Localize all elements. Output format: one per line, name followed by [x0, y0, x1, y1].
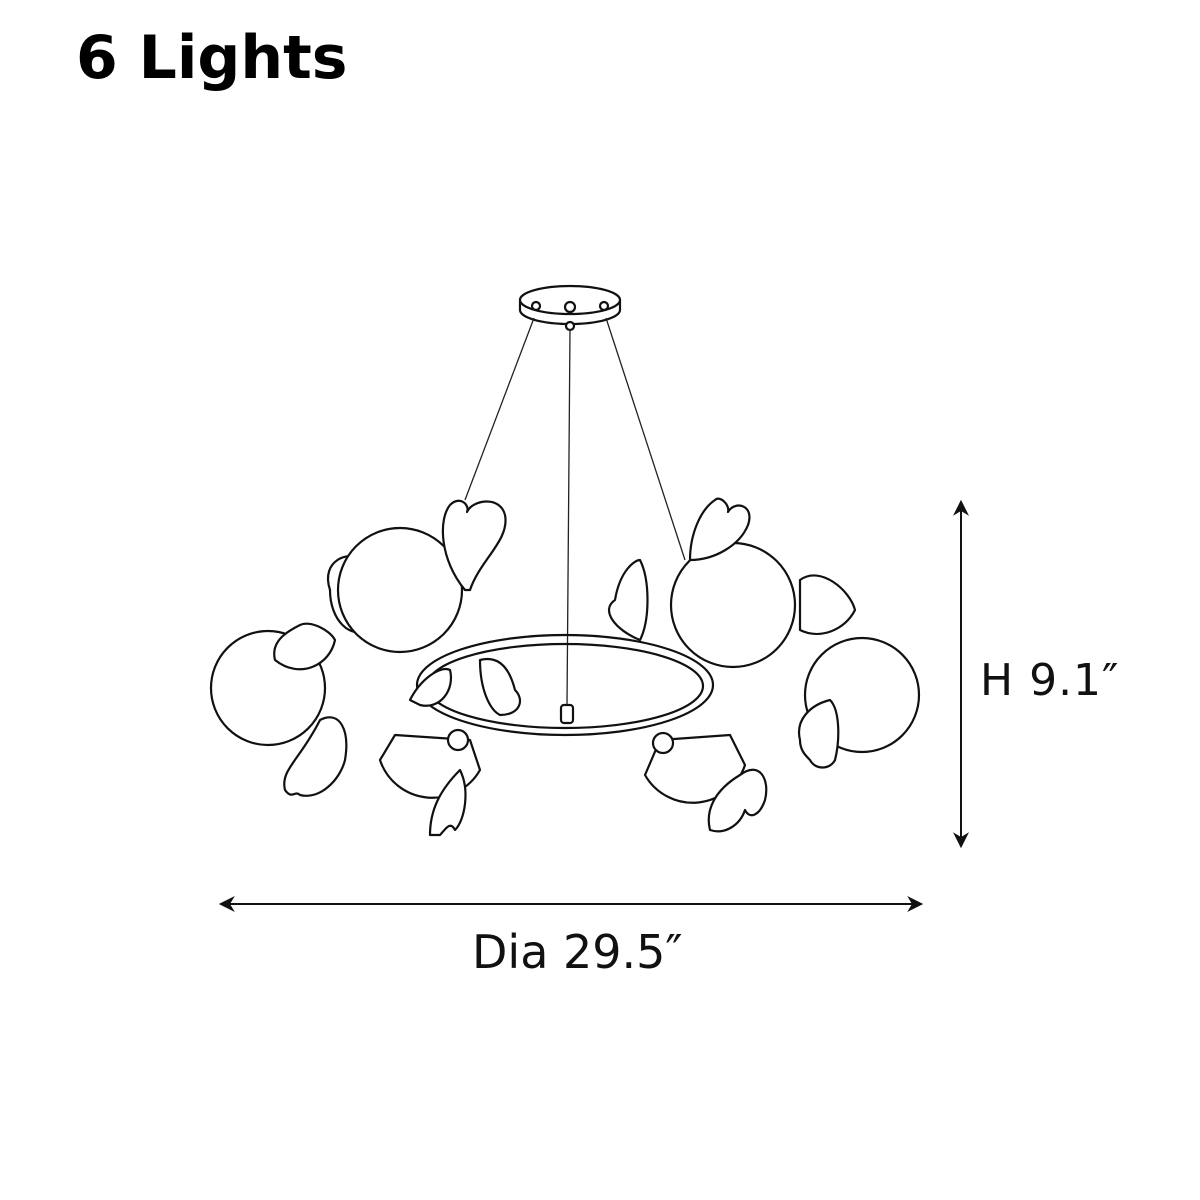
suspension-cables — [464, 317, 686, 706]
height-label: H 9.1″ — [980, 655, 1120, 706]
ginkgo-leaf-ornaments — [273, 497, 840, 837]
ceiling-canopy — [518, 284, 622, 332]
page-title: 6 Lights — [76, 23, 348, 93]
ring-frame — [415, 633, 715, 755]
diameter-label: Dia 29.5″ — [472, 925, 683, 979]
globe-shades — [209, 526, 921, 804]
